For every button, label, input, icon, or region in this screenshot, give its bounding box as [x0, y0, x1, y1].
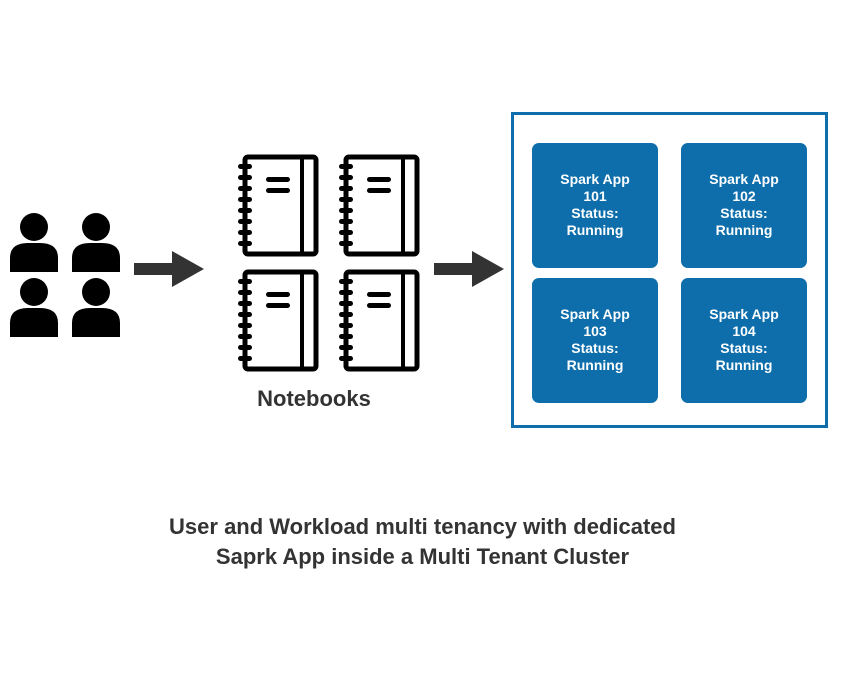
app-name: Spark App — [709, 171, 779, 187]
app-status: Running — [566, 222, 624, 238]
app-status-label: Status: — [720, 205, 768, 221]
caption-line-1: User and Workload multi tenancy with ded… — [169, 514, 676, 539]
app-id: 103 — [583, 323, 607, 339]
app-status-label: Status: — [571, 205, 619, 221]
app-id: 104 — [732, 323, 756, 339]
app-id: 102 — [732, 188, 756, 204]
notebook-icon — [339, 154, 420, 257]
app-name: Spark App — [709, 306, 779, 322]
caption-line-2: Saprk App inside a Multi Tenant Cluster — [215, 544, 630, 569]
app-status: Running — [715, 222, 773, 238]
app-name: Spark App — [560, 171, 630, 187]
user-icon — [10, 278, 58, 337]
app-status: Running — [566, 357, 624, 373]
notebook-icon — [238, 269, 319, 372]
arrow-right-icon — [434, 251, 504, 287]
notebook-icon — [238, 154, 319, 257]
spark-app-card: Spark App 103 Status: Running — [532, 278, 658, 403]
notebooks-label: Notebooks — [257, 386, 371, 411]
app-status-label: Status: — [571, 340, 619, 356]
multi-tenant-cluster: Spark App 101 Status: Running Spark App … — [511, 112, 828, 428]
spark-app-card: Spark App 104 Status: Running — [681, 278, 807, 403]
app-id: 101 — [583, 188, 607, 204]
spark-app-card: Spark App 101 Status: Running — [532, 143, 658, 268]
arrow-right-icon — [134, 251, 204, 287]
user-icon — [72, 278, 120, 337]
user-icon — [10, 213, 58, 272]
app-name: Spark App — [560, 306, 630, 322]
notebook-icon — [339, 269, 420, 372]
spark-app-card: Spark App 102 Status: Running — [681, 143, 807, 268]
app-status-label: Status: — [720, 340, 768, 356]
diagram-caption: User and Workload multi tenancy with ded… — [60, 512, 785, 572]
user-icon — [72, 213, 120, 272]
app-status: Running — [715, 357, 773, 373]
